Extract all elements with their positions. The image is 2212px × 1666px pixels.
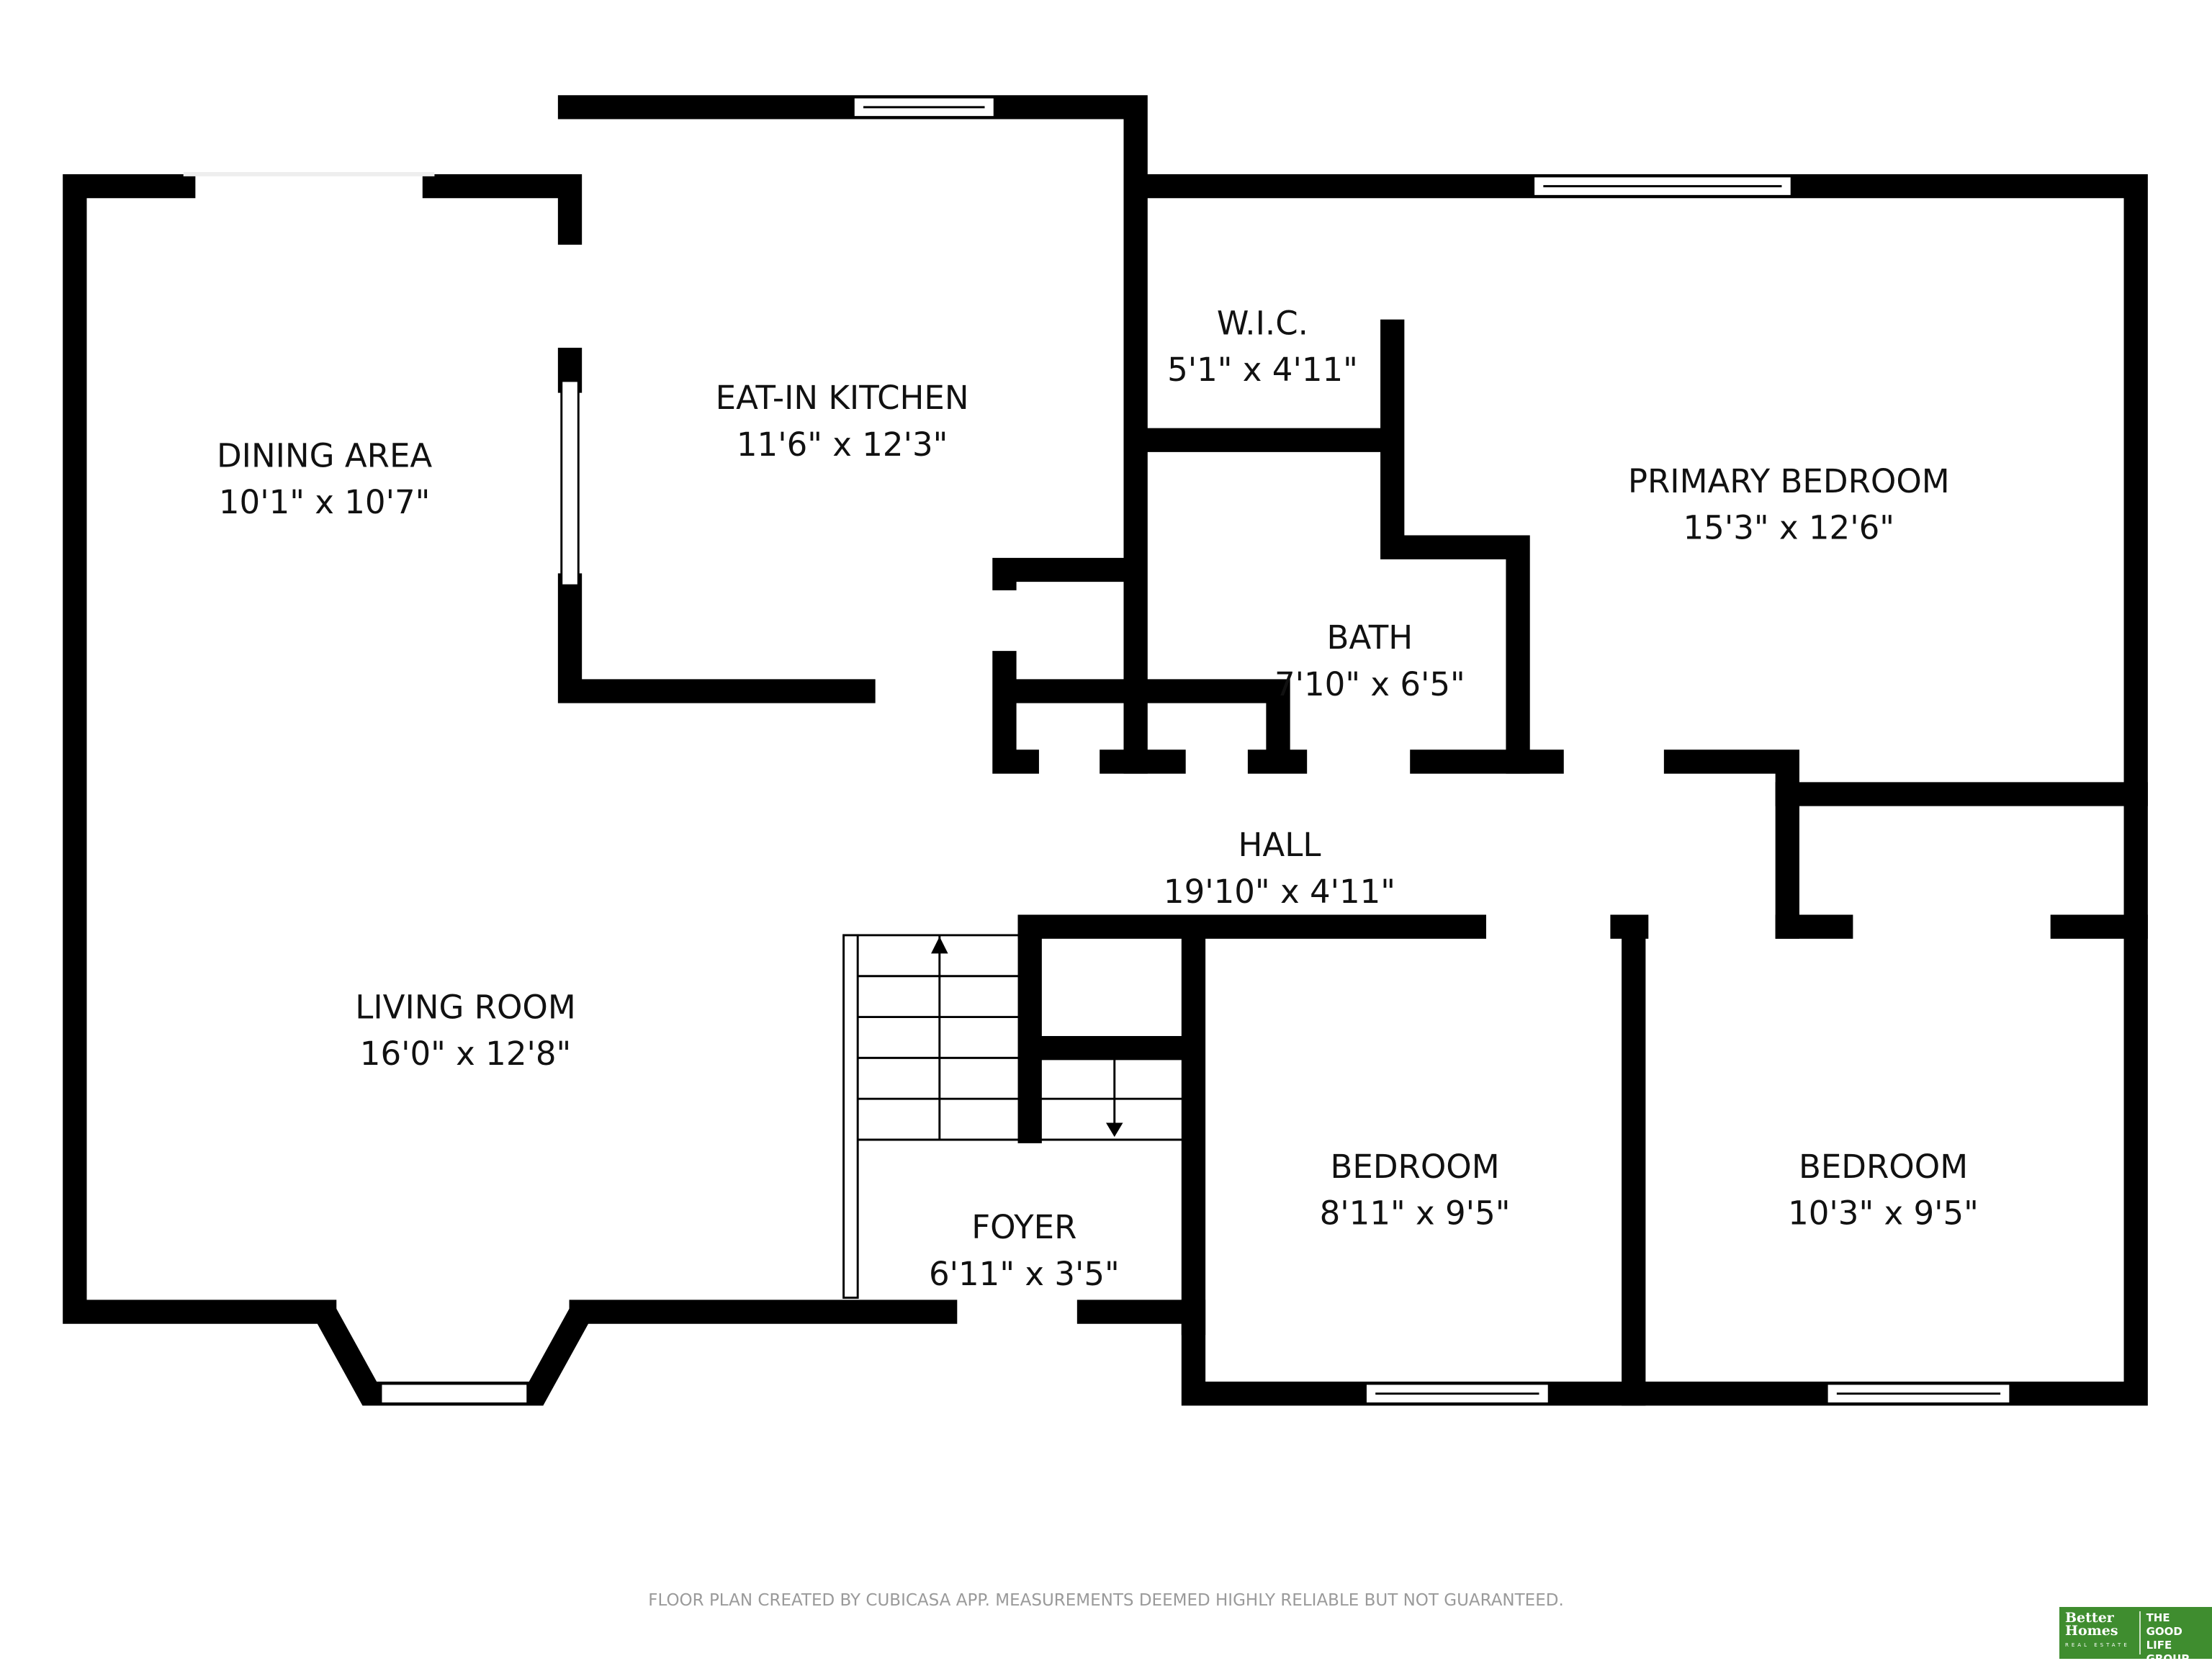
room-dims: 7'10" x 6'5" [1274, 665, 1465, 703]
room-name: HALL [1238, 826, 1321, 864]
room-name: BATH [1327, 618, 1413, 657]
room-dims: 6'11" x 3'5" [929, 1255, 1120, 1293]
logo-sub: REAL ESTATE [2065, 1642, 2130, 1648]
room-name: BEDROOM [1799, 1148, 1968, 1186]
windows [183, 96, 2012, 1405]
room-dims: 19'10" x 4'11" [1164, 873, 1395, 911]
room-dims: 10'3" x 9'5" [1788, 1194, 1979, 1233]
room-dims: 15'3" x 12'6" [1683, 508, 1894, 546]
room-labels: DINING AREA 10'1" x 10'7" EAT-IN KITCHEN… [217, 304, 1979, 1292]
room-dims: 8'11" x 9'5" [1320, 1194, 1511, 1233]
room-name: DINING AREA [217, 436, 432, 474]
room-dims: 16'0" x 12'8" [360, 1035, 571, 1073]
logo-group-1: THE [2146, 1611, 2170, 1624]
room-name: EAT-IN KITCHEN [716, 379, 969, 417]
logo-group-2: GOOD LIFE [2146, 1625, 2182, 1652]
room-name: BEDROOM [1330, 1148, 1499, 1186]
room-name: FOYER [971, 1208, 1076, 1246]
room-name: PRIMARY BEDROOM [1628, 462, 1950, 500]
room-dims: 10'1" x 10'7" [219, 483, 430, 521]
room-dims: 11'6" x 12'3" [737, 425, 948, 464]
room-dims: 5'1" x 4'11" [1167, 351, 1358, 389]
room-name: LIVING ROOM [355, 989, 575, 1027]
logo-group-3: GROUP [2146, 1652, 2190, 1665]
disclaimer: FLOOR PLAN CREATED BY CUBICASA APP. MEAS… [648, 1591, 1564, 1610]
stairs [842, 934, 1190, 1299]
room-name: W.I.C. [1217, 304, 1308, 342]
